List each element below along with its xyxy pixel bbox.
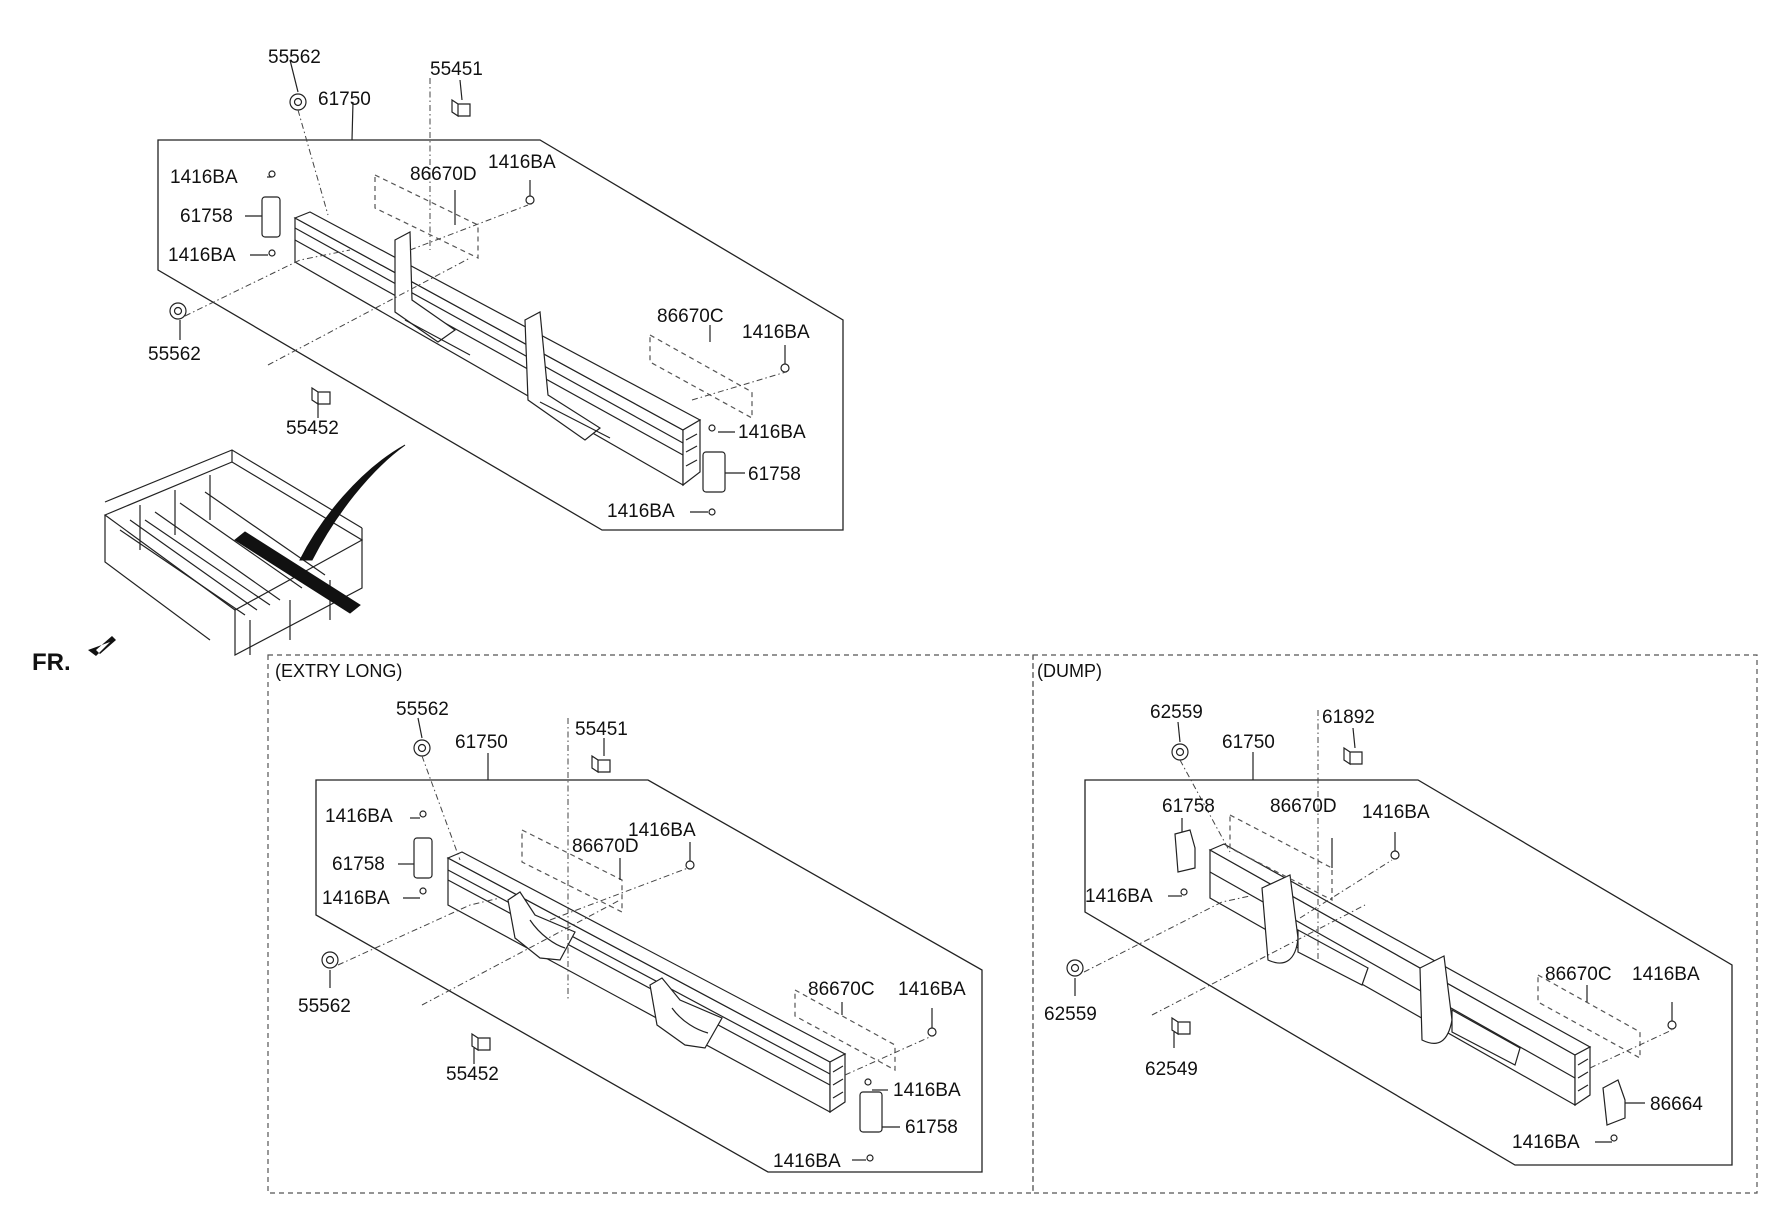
dump-label-86670d-panel <box>1229 814 1333 901</box>
extra-long-rivet-icon <box>864 1078 872 1086</box>
extra-long-assembly <box>315 717 983 1173</box>
dump-assembly <box>1066 710 1733 1166</box>
dump-section-frame <box>1032 654 1758 1194</box>
callout-label: 61750 <box>318 89 371 110</box>
callout-label: 1416BA <box>1512 1132 1580 1153</box>
callout-label: 55451 <box>430 59 483 80</box>
dump-assembly-frame <box>1084 779 1733 1166</box>
callout-label: 1416BA <box>1362 802 1430 823</box>
callout-label: 1416BA <box>488 152 556 173</box>
callout-label: 62549 <box>1145 1059 1198 1080</box>
main-callouts: 55562 55451 61750 1416BA 86670D 1416BA 6… <box>148 47 810 522</box>
dump-clip-icon <box>1174 829 1196 873</box>
callout-label: 61758 <box>905 1117 958 1138</box>
main-bolt-icon <box>451 98 471 118</box>
callout-label: 1416BA <box>738 422 806 443</box>
extra-long-callouts: 55562 61750 55451 1416BA 1416BA 86670D 6… <box>298 699 966 1172</box>
dump-bolt-icon <box>1171 1016 1191 1036</box>
callout-label: 62559 <box>1044 1004 1097 1025</box>
callout-label: 1416BA <box>325 806 393 827</box>
callout-label: 55562 <box>298 996 351 1017</box>
front-label: FR. <box>32 649 71 676</box>
callout-label: 1416BA <box>1085 886 1153 907</box>
main-label-86670d-panel <box>374 174 479 259</box>
dump-section-title: (DUMP) <box>1037 661 1102 681</box>
extra-long-section-title: (EXTRY LONG) <box>275 661 402 681</box>
extra-long-section-frame <box>267 654 1034 1194</box>
extra-long-rivet-icon <box>685 860 695 870</box>
callout-label: 61758 <box>748 464 801 485</box>
extra-long-crossmember <box>446 851 847 1114</box>
callout-label: 86664 <box>1650 1094 1703 1115</box>
dump-rivet-icon <box>1180 888 1188 896</box>
front-direction-indicator: FR. <box>32 636 116 676</box>
callout-label: 55562 <box>268 47 321 68</box>
main-crossmember <box>293 211 702 487</box>
callout-label: 1416BA <box>322 888 390 909</box>
callout-label: 1416BA <box>607 501 675 522</box>
main-rivet-icon <box>268 249 276 257</box>
section-indicator-sweep <box>299 444 406 561</box>
dump-crossmember <box>1208 843 1592 1107</box>
callout-label: 86670C <box>1545 964 1612 985</box>
callout-label: 61758 <box>180 206 233 227</box>
callout-label: 1416BA <box>898 979 966 1000</box>
extra-long-assembly-frame <box>315 779 983 1173</box>
callout-label: 1416BA <box>773 1151 841 1172</box>
extra-long-bolt-icon <box>471 1032 491 1052</box>
callout-label: 55452 <box>286 418 339 439</box>
main-assembly-frame <box>157 139 844 531</box>
callout-label: 1416BA <box>742 322 810 343</box>
main-rivet-icon <box>780 363 790 373</box>
main-clip-icon <box>261 196 281 238</box>
dump-bolt-icon <box>1343 746 1363 766</box>
extra-long-label-86670d-panel <box>521 829 623 913</box>
callout-label: 61750 <box>1222 732 1275 753</box>
extra-long-clip-icon <box>859 1091 883 1133</box>
main-bolt-icon <box>311 386 331 406</box>
extra-long-bolt-icon <box>591 754 611 774</box>
main-rivet-icon <box>268 170 276 178</box>
callout-label: 55562 <box>396 699 449 720</box>
callout-label: 55452 <box>446 1064 499 1085</box>
callout-label: 61750 <box>455 732 508 753</box>
callout-label: 86670D <box>1270 796 1337 817</box>
callout-label: 1416BA <box>1632 964 1700 985</box>
callout-label: 61758 <box>332 854 385 875</box>
dump-rivet-icon <box>1610 1134 1618 1142</box>
section-indicator-bar <box>234 531 361 614</box>
extra-long-clip-icon <box>413 837 433 879</box>
callout-label: 61892 <box>1322 707 1375 728</box>
callout-label: 1416BA <box>893 1080 961 1101</box>
callout-label: 86670D <box>410 164 477 185</box>
callout-label: 1416BA <box>628 820 696 841</box>
dump-callouts: 62559 61892 61750 61758 86670D 1416BA 14… <box>1044 702 1703 1153</box>
extra-long-rivet-icon <box>927 1027 937 1037</box>
dump-bumper-icon <box>1602 1079 1626 1126</box>
callout-label: 86670D <box>572 836 639 857</box>
extra-long-rivet-icon <box>866 1154 874 1162</box>
main-assembly <box>157 59 844 531</box>
callout-label: 61758 <box>1162 796 1215 817</box>
callout-label: 55451 <box>575 719 628 740</box>
truck-bed-illustration <box>103 444 406 656</box>
main-rivet-icon <box>525 195 535 205</box>
dump-rivet-icon <box>1390 850 1400 860</box>
main-rivet-icon <box>708 424 716 432</box>
extra-long-rivet-icon <box>419 887 427 895</box>
extra-long-rivet-icon <box>419 810 427 818</box>
callout-label: 86670C <box>808 979 875 1000</box>
main-rivet-icon <box>708 508 716 516</box>
dump-rivet-icon <box>1667 1020 1677 1030</box>
main-clip-icon <box>702 451 726 493</box>
extra-long-label-86670c-panel <box>794 988 896 1072</box>
callout-label: 55562 <box>148 344 201 365</box>
callout-label: 1416BA <box>170 167 238 188</box>
front-arrow-icon <box>88 636 116 656</box>
callout-label: 1416BA <box>168 245 236 266</box>
callout-label: 62559 <box>1150 702 1203 723</box>
callout-label: 86670C <box>657 306 724 327</box>
